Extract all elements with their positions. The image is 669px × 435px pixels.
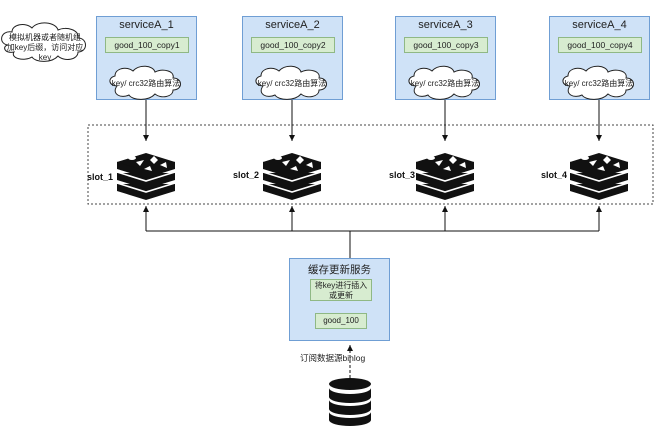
cache-update-title: 缓存更新服务 [308, 264, 371, 276]
service-title: serviceA_4 [572, 19, 627, 31]
routing-algo-label: key/ crc32路由算法 [564, 79, 634, 88]
service-title: serviceA_1 [119, 19, 174, 31]
routing-algo-label: key/ crc32路由算法 [257, 79, 327, 88]
copy-key: good_100_copy1 [105, 37, 189, 53]
slot-label-4: slot_4 [541, 170, 568, 180]
slot-label-3: slot_3 [389, 170, 416, 180]
routing-algo-label: key/ crc32路由算法 [410, 79, 480, 88]
copy-key: good_100_copy4 [558, 37, 642, 53]
upsert-action-box: 将key进行插入或更新 [310, 279, 372, 301]
slot-label-2: slot_2 [233, 170, 260, 180]
routing-algo-label: key/ crc32路由算法 [111, 79, 181, 88]
cache-key-box: good_100 [315, 313, 367, 329]
slot-container [87, 124, 654, 205]
service-title: serviceA_3 [418, 19, 473, 31]
copy-key: good_100_copy2 [251, 37, 335, 53]
note-cloud [1, 22, 86, 62]
cache-update-service: 缓存更新服务 将key进行插入或更新 good_100 [289, 258, 390, 341]
routing-note: 模拟机器或者随机组加key后缀，访问对应key [6, 33, 84, 62]
subscribe-binlog-label: 订阅数据源binlog [300, 353, 366, 363]
copy-key: good_100_copy3 [404, 37, 488, 53]
service-title: serviceA_2 [265, 19, 320, 31]
slot-label-1: slot_1 [87, 172, 114, 182]
